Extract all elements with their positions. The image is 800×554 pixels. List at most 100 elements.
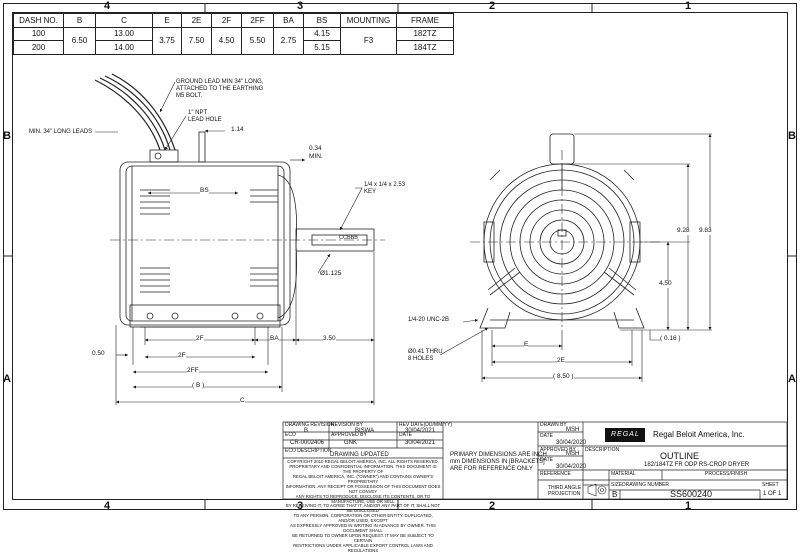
revision-by-label: REVISION BY <box>331 422 363 428</box>
shaft-key-text: CCBBB <box>339 235 358 241</box>
cell-ba: 2.75 <box>273 26 304 55</box>
copyright-line: COPYRIGHT 2010 REGAL BELOIT AMERICA, INC… <box>287 459 439 464</box>
table-row: 100 6.50 13.00 3.75 7.50 4.50 5.50 2.75 … <box>13 26 454 55</box>
dim-0-34: 0.34 <box>309 145 322 152</box>
dim-3-50: 3.50 <box>323 335 336 343</box>
drawn-by: MSH <box>566 427 580 433</box>
cell-dash: 200 <box>13 40 64 55</box>
projection-symbol-icon <box>587 483 607 497</box>
zone-top-1: 1 <box>685 0 692 12</box>
header-2ff: 2FF <box>241 13 274 28</box>
eco-description-label: ECO DESCRIPTION <box>285 448 332 454</box>
dim-0-50: 0.50 <box>92 350 105 357</box>
cell-e: 3.75 <box>152 26 182 55</box>
dim-c: C <box>240 397 245 405</box>
dim-9-28: 9.28 <box>677 227 690 235</box>
dim-2ff: 2FF <box>187 367 199 375</box>
ground-lead-note-2: ATTACHED TO THE EARTHING <box>176 86 264 92</box>
cell-2e: 7.50 <box>181 26 212 55</box>
header-mounting: MOUNTING <box>340 13 397 28</box>
dim-shaft-dia: Ø1.125 <box>320 270 342 277</box>
dimension-note-3: ARE FOR REFERENCE ONLY <box>450 466 533 472</box>
drawn-by-label: DRAWN BY <box>540 422 567 428</box>
cell-2ff: 5.50 <box>241 26 274 55</box>
approved-date-label: DATE <box>540 457 553 463</box>
copyright-line: REGAL BELOIT AMERICA, INC. ("OWNER") AND… <box>292 473 434 484</box>
rev-approved-by: GNK <box>344 440 358 446</box>
table-header-row: DASH NO. B C E 2E 2F 2FF BA BS MOUNTING … <box>13 13 454 28</box>
cell-bs: 5.15 <box>303 40 341 55</box>
drawn-date: 30/04/2020 <box>556 440 587 446</box>
regal-logo <box>605 428 645 442</box>
drawing-subtitle: 182/184TZ FR ODP RS-CROP DRYER <box>644 462 750 468</box>
dim-b: ( B ) <box>192 382 205 390</box>
dim-2f: 2F <box>178 352 186 360</box>
header-e: E <box>152 13 182 28</box>
size-label: SIZE <box>611 482 623 488</box>
reference-label: REFERENCE <box>540 471 571 477</box>
eco-description: DRAWING UPDATED <box>330 452 389 458</box>
npt-note-1: 1" NPT <box>188 110 208 116</box>
title-block-grid <box>282 421 788 500</box>
drawing-number: SS600240 <box>670 489 713 499</box>
header-2e: 2E <box>181 13 212 28</box>
drawing-number-label: DRAWING NUMBER <box>622 482 670 488</box>
copyright-line: INFORMATION. ANY RECEIPT OR POSSESSION O… <box>285 483 441 494</box>
zone-top-4: 4 <box>104 0 111 12</box>
header-bs: BS <box>303 13 341 28</box>
drawing-linework <box>3 3 797 510</box>
copyright-line: AS EXPRESSLY APPROVED IN WRITING IN ADVA… <box>290 523 436 534</box>
zone-bottom-4: 4 <box>104 500 111 512</box>
projection-label-2: PROJECTION <box>548 491 581 497</box>
leads-note: MIN. 34" LONG LEADS <box>29 129 93 135</box>
copyright-line: BY RECEIVING IT, TO AGREE THAT IT, AND/O… <box>285 503 441 514</box>
copyright-line: BE RETURNED TO OWNER UPON REQUEST. IT MA… <box>292 533 434 543</box>
eco-label: ECO <box>285 432 296 438</box>
zone-bottom-3: 3 <box>297 500 304 512</box>
eco-number: CR-0002406 <box>290 440 325 446</box>
npt-note-2: LEAD HOLE <box>188 117 222 123</box>
cell-frame: 184TZ <box>396 40 454 55</box>
copyright-line: TO ANY PERSON. CORPORATION OR OTHER ENTI… <box>293 513 433 524</box>
dim-2e: 2E <box>557 357 565 365</box>
copyright-line: PROPRIETARY AND CONFIDENTIAL INFORMATION… <box>289 463 437 474</box>
dim-e: E <box>524 341 529 349</box>
table-row: 200 14.00 5.15 184TZ <box>13 40 454 55</box>
sheet-number: 1 OF 1 <box>763 491 782 497</box>
zone-right-a: A <box>788 373 796 385</box>
cell-c: 13.00 <box>95 26 153 41</box>
rev-date: 30/04/2021 <box>405 428 436 434</box>
dim-ba: BA <box>270 335 279 343</box>
key-note-2: KEY <box>364 189 377 195</box>
key-note-1: 1/4 x 1/4 x 2.53 <box>364 182 406 188</box>
dim-9-83: 9.83 <box>699 227 712 235</box>
approved-by: MSH <box>566 451 580 457</box>
zone-left-b: B <box>3 130 11 142</box>
drawing-revision: B <box>304 428 309 434</box>
header-2f: 2F <box>211 13 242 28</box>
cell-mounting: F3 <box>340 26 397 55</box>
cell-dash: 100 <box>13 26 64 41</box>
cell-b: 6.50 <box>63 26 96 55</box>
material-label: MATERIAL <box>611 471 636 477</box>
dim-0-34-min: MIN. <box>309 153 323 160</box>
description-label: DESCRIPTION <box>585 447 620 453</box>
unc-note: 1/4-20 UNC-2B <box>408 317 450 323</box>
ground-lead-note-3: M5 BOLT. <box>176 93 203 99</box>
process-finish-label: PROCESS/FINISH <box>705 471 748 477</box>
rev-approved-by-label: APPROVED BY <box>331 432 367 438</box>
dimension-note-1: PRIMARY DIMENSIONS ARE INCH <box>450 452 547 458</box>
dim-4-50: 4.50 <box>659 280 672 288</box>
zone-left-a: A <box>3 373 11 385</box>
header-ba: BA <box>273 13 304 28</box>
company-name: Regal Beloit America, Inc. <box>653 430 745 439</box>
zone-bottom-2: 2 <box>489 500 496 512</box>
sheet-size: B <box>612 490 618 499</box>
dash-number-table: DASH NO. B C E 2E 2F 2FF BA BS MOUNTING … <box>13 13 454 55</box>
cell-bs: 4.15 <box>303 26 341 41</box>
rev-approved-date-label: DATE <box>399 432 412 438</box>
rev-approved-date: 30/04/2021 <box>405 440 436 446</box>
copyright-line: RESTRICTIONS UNDER APPLICABLE EXPORT CON… <box>293 542 433 553</box>
rev-date-label: REV DATE(DD/MM/YY) <box>399 422 452 428</box>
hole-note-1: Ø0.41 THRU <box>408 349 443 355</box>
